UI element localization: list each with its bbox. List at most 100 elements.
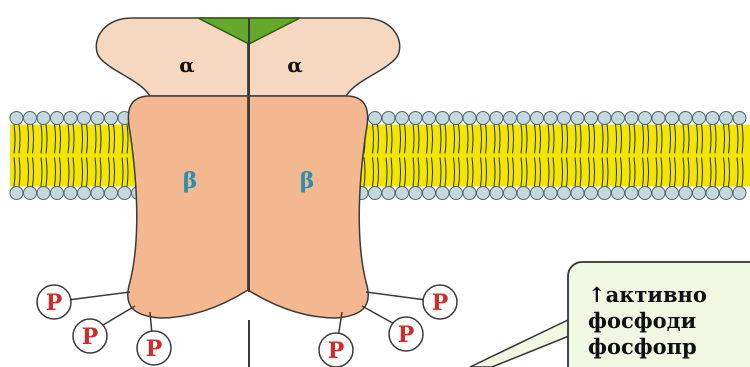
lipid-head bbox=[382, 187, 395, 200]
beta-label-right: β bbox=[300, 168, 315, 194]
lipid-head bbox=[544, 187, 557, 200]
lipid-head bbox=[598, 112, 611, 125]
lipid-head bbox=[652, 187, 665, 200]
lipid-head bbox=[585, 187, 598, 200]
alpha-label-left: α bbox=[179, 53, 194, 77]
lipid-head bbox=[679, 187, 692, 200]
lipid-head bbox=[625, 112, 638, 125]
lipid-head bbox=[477, 187, 490, 200]
lipid-head bbox=[51, 187, 64, 200]
lipid-head bbox=[693, 112, 706, 125]
lipid-head bbox=[369, 112, 382, 125]
phosphate-group-5: P bbox=[389, 317, 423, 351]
cell-membrane bbox=[10, 112, 750, 200]
lipid-head bbox=[666, 187, 679, 200]
lipid-head bbox=[382, 112, 395, 125]
svg-text:P: P bbox=[82, 324, 99, 350]
lipid-head bbox=[118, 187, 131, 200]
lipid-head bbox=[733, 187, 746, 200]
lipid-head bbox=[51, 112, 64, 125]
lipid-head bbox=[666, 112, 679, 125]
lipid-head bbox=[612, 187, 625, 200]
lipid-head bbox=[571, 112, 584, 125]
lipid-head bbox=[720, 187, 733, 200]
lipid-head bbox=[37, 187, 50, 200]
lipid-head bbox=[693, 187, 706, 200]
lipid-head bbox=[463, 187, 476, 200]
phosphate-bonds bbox=[68, 292, 426, 338]
beta-subunit-left bbox=[128, 96, 248, 318]
svg-text:P: P bbox=[46, 290, 63, 316]
lipid-head bbox=[64, 112, 77, 125]
beta-label-left: β bbox=[183, 168, 198, 194]
lipid-head bbox=[544, 112, 557, 125]
lipid-head bbox=[105, 187, 118, 200]
svg-text:P: P bbox=[146, 336, 163, 362]
lipid-head bbox=[517, 112, 530, 125]
lipid-head bbox=[679, 112, 692, 125]
lipid-head bbox=[463, 112, 476, 125]
lipid-head bbox=[409, 187, 422, 200]
lipid-head bbox=[24, 187, 37, 200]
alpha-label-right: α bbox=[287, 53, 302, 77]
lipid-head bbox=[64, 187, 77, 200]
lipid-head bbox=[490, 112, 503, 125]
phosphate-group-6: P bbox=[319, 333, 353, 367]
lipid-head bbox=[720, 112, 733, 125]
lipid-head bbox=[369, 187, 382, 200]
lipid-head bbox=[517, 187, 530, 200]
lipid-head bbox=[652, 112, 665, 125]
lipid-head bbox=[24, 112, 37, 125]
lipid-head bbox=[733, 112, 746, 125]
lipid-head bbox=[598, 187, 611, 200]
lipid-head bbox=[477, 112, 490, 125]
callout-pointer bbox=[470, 318, 574, 367]
lipid-head bbox=[436, 187, 449, 200]
lipid-head bbox=[571, 187, 584, 200]
phosphate-group-4: P bbox=[423, 285, 457, 319]
lipid-head bbox=[558, 112, 571, 125]
svg-text:P: P bbox=[328, 338, 345, 364]
lipid-head bbox=[10, 187, 23, 200]
lipid-head bbox=[585, 112, 598, 125]
lipid-head bbox=[490, 187, 503, 200]
lipid-head bbox=[639, 187, 652, 200]
lipid-head bbox=[639, 112, 652, 125]
lipid-head bbox=[10, 112, 23, 125]
svg-text:P: P bbox=[398, 322, 415, 348]
lipid-head bbox=[396, 187, 409, 200]
lipid-head bbox=[558, 187, 571, 200]
lipid-head bbox=[706, 112, 719, 125]
phosphate-group-1: P bbox=[37, 285, 71, 319]
lipid-head bbox=[423, 187, 436, 200]
lipid-head bbox=[504, 187, 517, 200]
lipid-head bbox=[625, 187, 638, 200]
lipid-head bbox=[396, 112, 409, 125]
lipid-tail-band bbox=[10, 125, 140, 187]
lipid-head bbox=[91, 187, 104, 200]
lipid-head bbox=[531, 112, 544, 125]
callout-line-2: фосфоди bbox=[588, 308, 696, 333]
lipid-head bbox=[423, 112, 436, 125]
lipid-head bbox=[706, 187, 719, 200]
phosphate-group-3: P bbox=[137, 331, 171, 365]
callout-line-1: ↑активно bbox=[588, 282, 707, 307]
beta-subunit-right bbox=[248, 96, 368, 318]
lipid-head bbox=[91, 112, 104, 125]
lipid-head bbox=[78, 112, 91, 125]
callout: ↑активно фосфоди фосфопр bbox=[470, 262, 750, 367]
lipid-head bbox=[37, 112, 50, 125]
lipid-head bbox=[450, 112, 463, 125]
lipid-head bbox=[612, 112, 625, 125]
lipid-head bbox=[504, 112, 517, 125]
lipid-head bbox=[409, 112, 422, 125]
callout-line-3: фосфопр bbox=[588, 334, 697, 359]
lipid-head bbox=[436, 112, 449, 125]
svg-text:P: P bbox=[432, 290, 449, 316]
lipid-head bbox=[78, 187, 91, 200]
lipid-head bbox=[450, 187, 463, 200]
lipid-head bbox=[531, 187, 544, 200]
phosphate-group-2: P bbox=[73, 319, 107, 353]
